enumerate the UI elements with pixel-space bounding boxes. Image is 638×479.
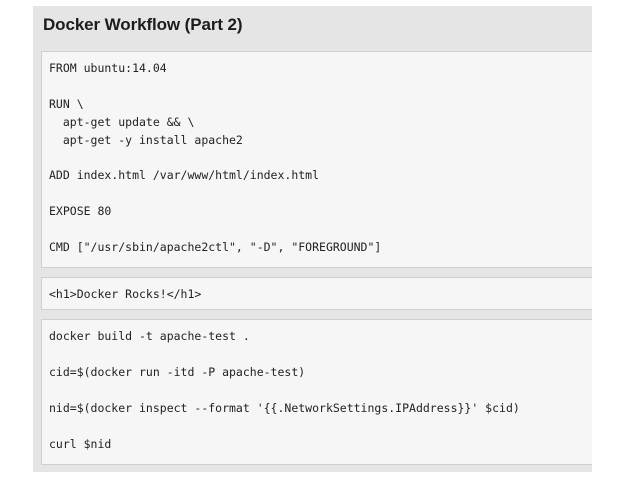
code-line: ADD index.html /var/www/html/index.html bbox=[49, 168, 320, 182]
dockerfile-code-block: FROM ubuntu:14.04 RUN \ apt-get update &… bbox=[41, 51, 592, 268]
code-line: EXPOSE 80 bbox=[49, 204, 112, 218]
code-line: FROM ubuntu:14.04 bbox=[49, 61, 167, 75]
code-line: apt-get update && \ bbox=[49, 115, 195, 129]
code-line: cid=$(docker run -itd -P apache-test) bbox=[49, 365, 306, 379]
shell-code-block: docker build -t apache-test . cid=$(dock… bbox=[41, 319, 592, 465]
code-line: curl $nid bbox=[49, 437, 112, 451]
code-line: apt-get -y install apache2 bbox=[49, 133, 243, 147]
code-line: nid=$(docker inspect --format '{{.Networ… bbox=[49, 401, 520, 415]
html-code-block: <h1>Docker Rocks!</h1> bbox=[41, 277, 592, 310]
code-line: CMD ["/usr/sbin/apache2ctl", "-D", "FORE… bbox=[49, 240, 382, 254]
slide-title: Docker Workflow (Part 2) bbox=[43, 15, 243, 34]
code-line: RUN \ bbox=[49, 97, 84, 111]
slide: Docker Workflow (Part 2) FROM ubuntu:14.… bbox=[33, 6, 592, 472]
code-line: docker build -t apache-test . bbox=[49, 329, 250, 343]
code-line: <h1>Docker Rocks!</h1> bbox=[49, 287, 202, 301]
